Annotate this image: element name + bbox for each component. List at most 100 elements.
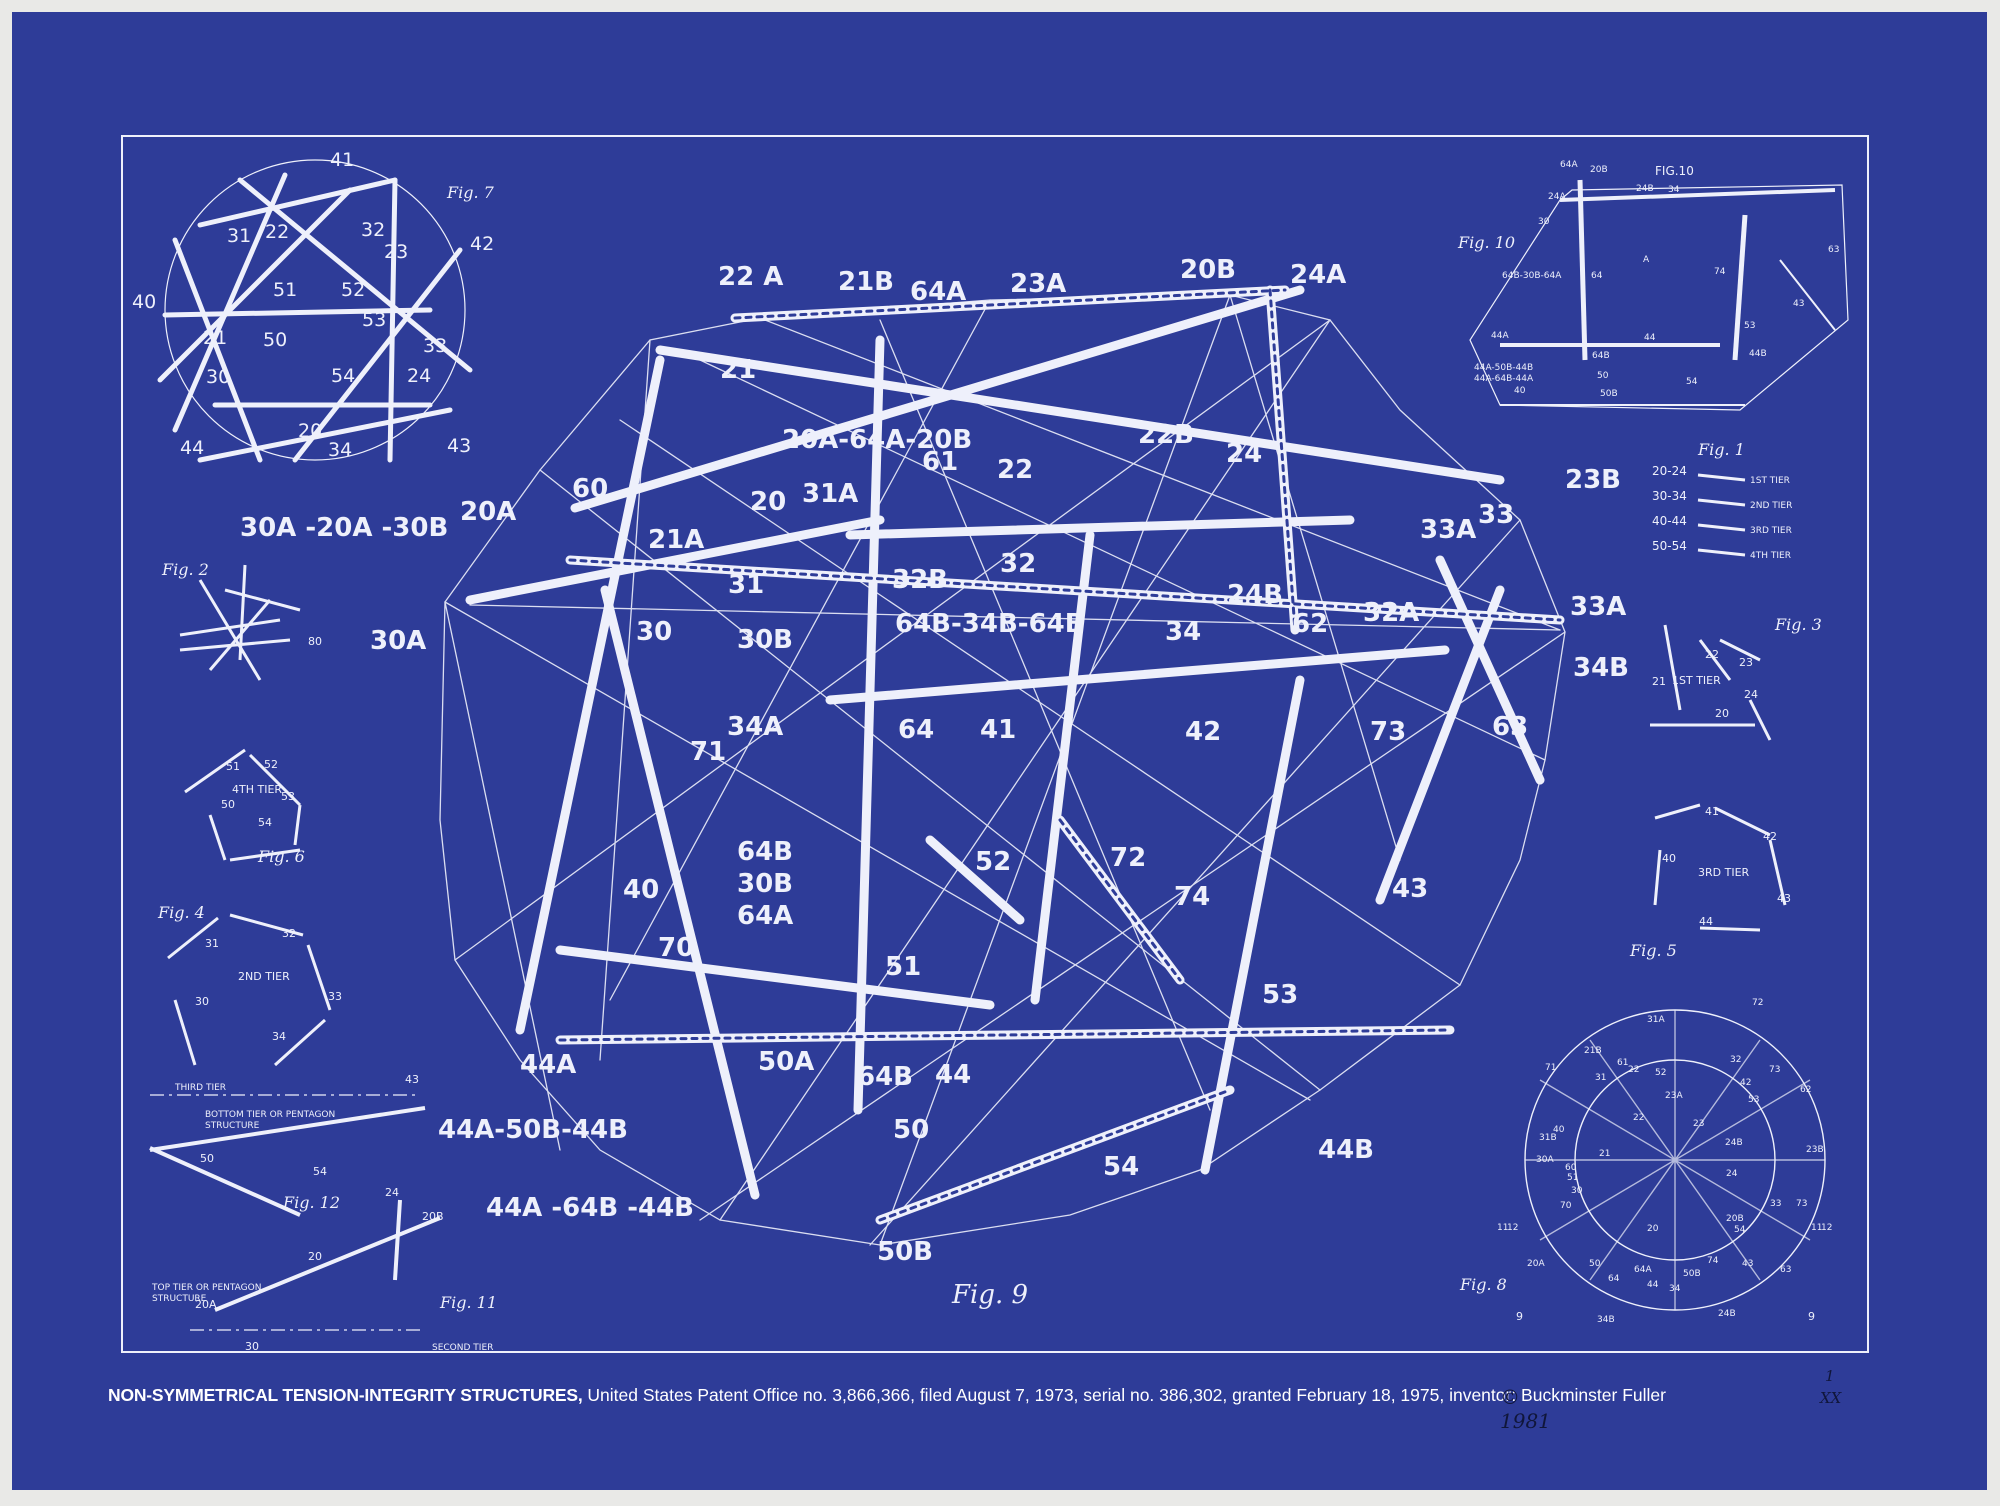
- fig7-label: 34: [328, 439, 352, 461]
- fig9-label: 51: [885, 952, 921, 982]
- fig9-label: 21: [720, 355, 756, 385]
- fig8-mark: 9: [1516, 1310, 1523, 1323]
- fig9-label: 52: [975, 847, 1011, 877]
- fig9-label: 21B: [838, 267, 894, 297]
- fig9-label: 30A: [370, 626, 426, 656]
- fig9-label: 33A: [1420, 515, 1476, 545]
- fig9-label: 34B: [1573, 653, 1629, 683]
- fig8-label: 60: [1565, 1163, 1577, 1173]
- fig9-label: 62: [1292, 609, 1328, 639]
- fig9-label: 34A: [727, 712, 783, 742]
- fig6-label: 50: [221, 798, 235, 811]
- fig8-label: 73: [1769, 1065, 1780, 1075]
- fig6-label: 51: [226, 760, 240, 773]
- fig4-label: 34: [272, 1030, 286, 1043]
- fig8-label: 74: [1707, 1256, 1719, 1266]
- fig9-caption: Fig. 9: [951, 1280, 1028, 1310]
- fig1-caption: Fig. 1: [1697, 440, 1745, 459]
- drawing-border: [121, 135, 1869, 1353]
- fig9-label: 44: [935, 1060, 971, 1090]
- fig10-label: 63: [1828, 245, 1839, 255]
- caption-title: NON-SYMMETRICAL TENSION-INTEGRITY STRUCT…: [108, 1385, 583, 1405]
- fig3-caption: Fig. 3: [1774, 615, 1822, 634]
- fig7-label: 51: [273, 279, 297, 301]
- fig5-label: 40: [1662, 852, 1676, 865]
- fig9-label: 23B: [1565, 465, 1621, 495]
- fig9-label: 24: [1226, 439, 1262, 469]
- fig10-label: 74: [1714, 267, 1726, 277]
- fig8-label: 34B: [1597, 1315, 1615, 1325]
- fig8-label: 21B: [1584, 1046, 1602, 1056]
- fig10-label: 50B: [1600, 389, 1618, 399]
- fig10-label: 44A-64B-44A: [1474, 374, 1534, 384]
- fig9-label: 50B: [877, 1237, 933, 1267]
- fig9-label: 21A: [648, 525, 704, 555]
- fig9-label: 64B: [857, 1062, 913, 1092]
- fig7-label: 42: [470, 233, 494, 255]
- fig5-label: 43: [1777, 892, 1791, 905]
- fig9-label: 44A -64B -44B: [486, 1193, 694, 1223]
- fig8-label: 61: [1617, 1058, 1628, 1068]
- fig10-label: 64A: [1560, 160, 1578, 170]
- fig9-label: 53: [1262, 980, 1298, 1010]
- fig8-label: 22: [1628, 1065, 1639, 1075]
- fig7-label: 43: [447, 435, 471, 457]
- fig3-label: 20: [1715, 707, 1729, 720]
- fig8-label: 53: [1748, 1095, 1759, 1105]
- fig10-label: 24A: [1548, 192, 1566, 202]
- fig4-label: 30: [195, 995, 209, 1008]
- fig8-label: 30A: [1536, 1155, 1554, 1165]
- fig10-caption: Fig. 10: [1457, 233, 1515, 252]
- fig9-label: 73: [1370, 717, 1406, 747]
- fig8-label: 70: [1560, 1201, 1572, 1211]
- fig9-label: 31A: [802, 479, 858, 509]
- fig7-label: 31: [227, 225, 251, 247]
- fig7-label: 40: [132, 291, 156, 313]
- fig5-label: 44: [1699, 915, 1713, 928]
- fig8-label: 21: [1599, 1149, 1610, 1159]
- fig9-label: 32B: [892, 565, 948, 595]
- fig10-structure: [1469, 179, 1849, 411]
- fig8-label: 73: [1796, 1199, 1807, 1209]
- fig6-caption: Fig. 6: [257, 847, 305, 866]
- fig8-label: 40: [1553, 1125, 1565, 1135]
- fig3-label: 23: [1739, 656, 1753, 669]
- fig10-label: 34: [1668, 185, 1680, 195]
- fig8-label: 24B: [1725, 1138, 1743, 1148]
- fig9-label: 64B: [737, 837, 793, 867]
- fig7-label: 54: [331, 365, 355, 387]
- fig7-label: 24: [407, 365, 431, 387]
- fig5-label: 3RD TIER: [1698, 866, 1750, 879]
- fig3-label: 22: [1705, 648, 1719, 661]
- fig1-range: 40-44: [1652, 514, 1687, 528]
- fig9-label: 43: [1392, 874, 1428, 904]
- fig8-label: 22: [1633, 1113, 1644, 1123]
- fig9-label: 22B: [1138, 420, 1194, 450]
- fig11-label: 20A: [195, 1298, 217, 1311]
- fig9-label: 31: [728, 570, 764, 600]
- edition-number: 1: [1825, 1367, 1835, 1385]
- bottom-tier-note-2: STRUCTURE: [205, 1121, 260, 1131]
- fig8-label: 32: [1730, 1055, 1741, 1065]
- fig9-label: 61: [922, 447, 958, 477]
- fig1-tier: 2ND TIER: [1750, 501, 1792, 511]
- fig9-label: 33: [1478, 500, 1514, 530]
- fig9-label: 22: [997, 455, 1033, 485]
- fig4-label: 31: [205, 937, 219, 950]
- fig9-label: 30B: [737, 625, 793, 655]
- fig9-label: 50: [893, 1115, 929, 1145]
- edition-total: XX: [1820, 1389, 1842, 1407]
- fig5-label: 42: [1763, 830, 1777, 843]
- fig8-label: 50: [1589, 1259, 1601, 1269]
- top-tier-note: TOP TIER OR PENTAGON: [151, 1283, 261, 1293]
- fig7-label: 32: [361, 219, 385, 241]
- fig4-label: 2ND TIER: [238, 970, 290, 983]
- fig7-label: 21: [203, 327, 227, 349]
- fig7-label: 20: [298, 420, 322, 442]
- third-tier-note: THIRD TIER: [174, 1083, 226, 1093]
- fig8-label: 71: [1545, 1063, 1556, 1073]
- fig8-label: 23A: [1665, 1091, 1683, 1101]
- fig10-label: 30: [1538, 217, 1550, 227]
- fig9-label: 20A: [460, 497, 516, 527]
